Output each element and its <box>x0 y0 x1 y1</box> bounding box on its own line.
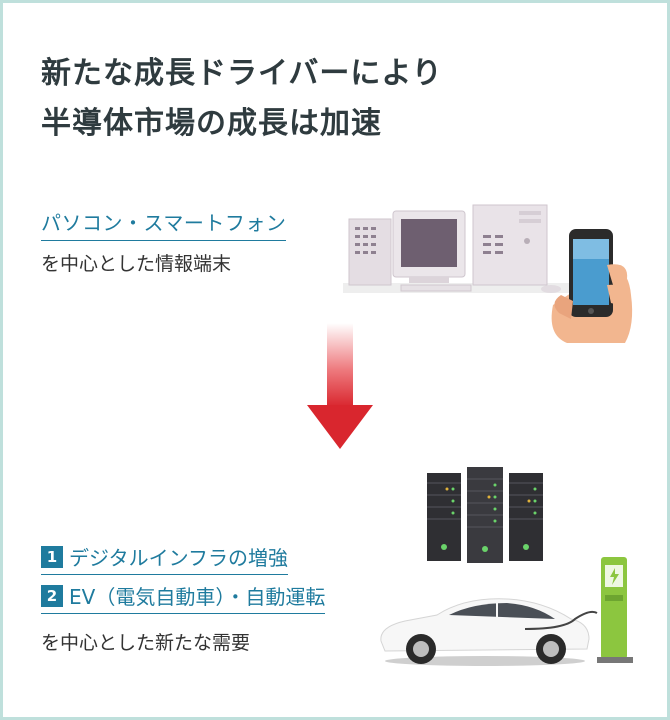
ev-charger-icon <box>597 557 633 663</box>
after-subtitle: を中心とした新たな需要 <box>41 632 251 654</box>
point-1-text: デジタルインフラの増強 <box>69 546 288 570</box>
down-arrow-icon <box>307 323 373 449</box>
headline-line-2: 半導体市場の成長は加速 <box>41 106 382 141</box>
headline-line-1: 新たな成長ドライバーにより <box>41 56 443 91</box>
point-1-number: 1 <box>41 545 63 568</box>
headline: 新たな成長ドライバーにより 半導体市場の成長は加速 <box>41 49 443 149</box>
before-section: パソコン・スマートフォン を中心とした情報端末 <box>41 207 287 276</box>
before-title: パソコン・スマートフォン <box>41 207 287 241</box>
before-subtitle: を中心とした情報端末 <box>41 253 232 275</box>
server-rack-icon <box>427 467 543 563</box>
after-section: 1 デジタルインフラの増強 2 EV（電気自動車）・自動運転 を中心とした新たな… <box>41 542 326 655</box>
smartphone-icon <box>551 229 633 343</box>
point-2-text: EV（電気自動車）・自動運転 <box>69 585 326 609</box>
point-1: 1 デジタルインフラの増強 <box>41 542 288 575</box>
desktop-computer-icon <box>343 204 573 293</box>
point-2: 2 EV（電気自動車）・自動運転 <box>41 581 326 614</box>
ev-car-icon <box>380 598 598 666</box>
point-2-number: 2 <box>41 584 63 607</box>
